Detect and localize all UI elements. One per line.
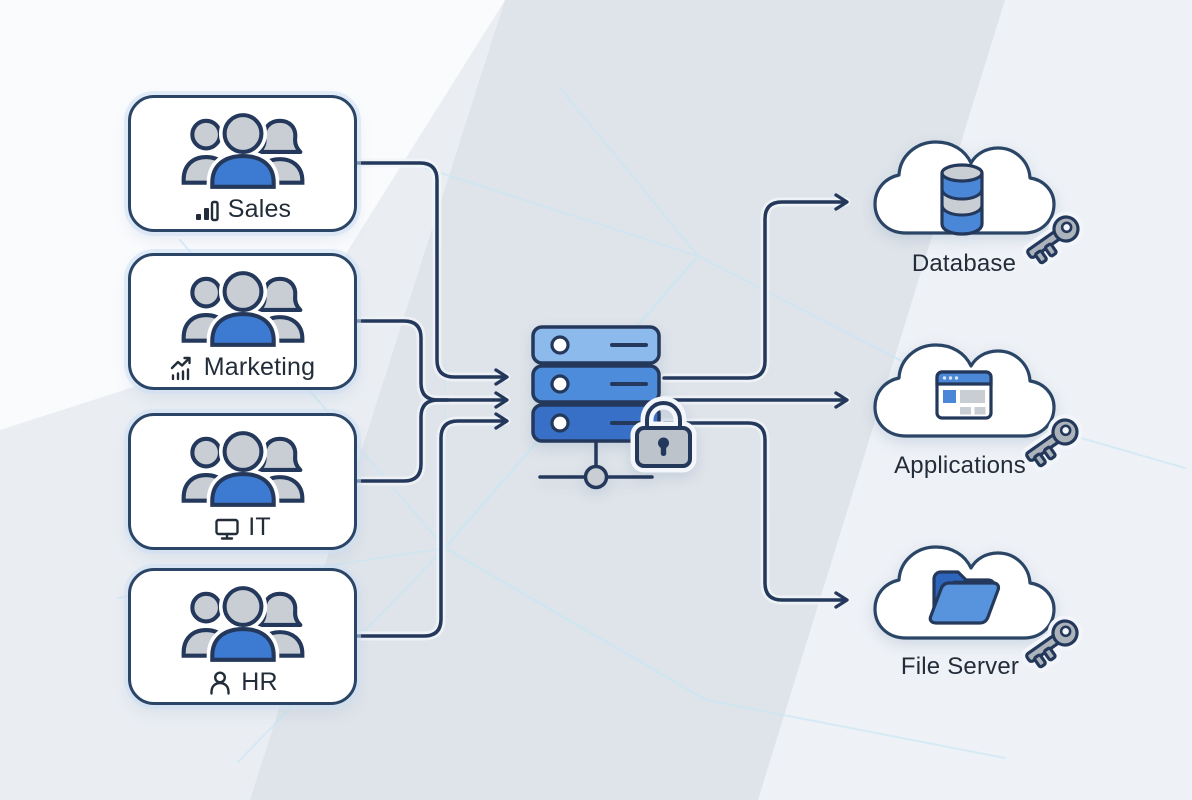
team-icon xyxy=(181,109,304,192)
department-card-it: IT xyxy=(128,413,357,550)
department-card-sales: Sales xyxy=(128,95,357,232)
resource-label-database: Database xyxy=(911,250,1017,277)
monitor-icon xyxy=(215,518,239,540)
server-stack-icon xyxy=(531,325,661,443)
person-icon xyxy=(210,670,230,695)
secure-server-hub xyxy=(531,325,697,490)
cloud-database xyxy=(873,140,1056,236)
bar-chart-icon xyxy=(195,200,219,221)
department-label: HR xyxy=(241,668,278,696)
team-icon xyxy=(181,582,304,665)
department-label: Sales xyxy=(227,195,292,223)
connector-server-to-fileserver xyxy=(662,421,849,609)
connector-server-to-database xyxy=(662,193,849,380)
network-node-icon xyxy=(538,439,654,490)
department-label: IT xyxy=(248,513,271,541)
connector-hr-to-server xyxy=(355,412,509,638)
team-icon xyxy=(181,267,304,350)
resource-label-fileserver: File Server xyxy=(900,653,1020,680)
team-icon xyxy=(181,427,304,510)
connector-it-to-server xyxy=(355,398,450,483)
cloud-applications xyxy=(873,343,1056,438)
department-card-marketing: Marketing xyxy=(128,253,357,390)
lock-icon xyxy=(630,396,697,473)
database-icon xyxy=(940,163,984,236)
resource-label-applications: Applications xyxy=(894,452,1026,479)
department-label: Marketing xyxy=(203,353,316,381)
trend-up-icon xyxy=(170,356,191,380)
connector-sales-to-server xyxy=(355,161,509,386)
app-window-icon xyxy=(935,370,993,420)
department-card-hr: HR xyxy=(128,568,357,705)
folder-icon xyxy=(928,570,1001,625)
cloud-fileserver xyxy=(873,545,1056,640)
